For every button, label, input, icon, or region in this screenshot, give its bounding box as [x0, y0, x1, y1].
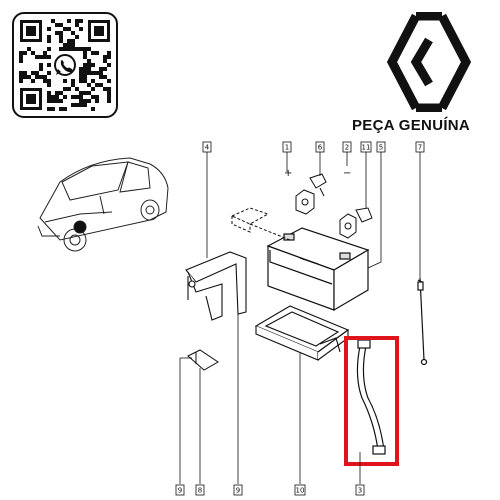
negative-terminal-clamp	[339, 207, 373, 239]
callout-number: 10	[296, 487, 305, 495]
plus-symbol: +	[284, 168, 292, 179]
whatsapp-qr-code[interactable]	[12, 12, 118, 118]
callout-box	[202, 141, 212, 153]
battery-hold-down-bracket	[185, 251, 247, 321]
callout-c9b[interactable]: 9	[233, 484, 243, 496]
car-thumbnail	[37, 157, 169, 252]
callout-c1[interactable]: 1	[282, 141, 292, 153]
callout-number: 9	[178, 487, 182, 495]
callout-box	[294, 484, 306, 496]
callout-box	[315, 141, 325, 153]
callout-c9a[interactable]: 9	[175, 484, 185, 496]
callout-box	[195, 484, 205, 496]
battery-tray	[254, 305, 350, 361]
whatsapp-icon	[52, 52, 78, 78]
callout-c10[interactable]: 10	[294, 484, 306, 496]
callout-box	[233, 484, 243, 496]
callout-c11[interactable]: 11	[360, 141, 372, 153]
callout-c8[interactable]: 8	[195, 484, 205, 496]
callout-box	[376, 141, 386, 153]
renault-diamond-logo	[386, 12, 472, 112]
callout-number: 2	[345, 144, 349, 152]
callout-labels: 1 6 2 11 5 7 4 9 8 9 10 3	[175, 141, 425, 496]
clamp-plate	[187, 349, 219, 371]
battery-cover-dashed	[230, 207, 291, 241]
minus-symbol: −	[343, 168, 351, 179]
selected-part-highlight[interactable]	[344, 336, 399, 466]
callout-c3[interactable]: 3	[355, 484, 365, 496]
callout-number: 1	[285, 144, 289, 152]
qr-code-graphic	[19, 19, 111, 111]
callout-number: 8	[198, 487, 202, 495]
callout-number: 11	[362, 144, 371, 152]
positive-terminal-clamp	[295, 173, 327, 215]
highlighted-cable	[356, 339, 386, 455]
callout-c2[interactable]: 2	[342, 141, 352, 153]
callout-number: 6	[318, 144, 323, 152]
callout-box	[360, 141, 372, 153]
callout-c6[interactable]: 6	[315, 141, 325, 153]
genuine-part-label: PEÇA GENUÍNA	[352, 117, 471, 134]
callout-number: 5	[379, 144, 383, 152]
callout-number: 9	[236, 487, 240, 495]
qr-modules	[19, 19, 111, 111]
callout-c7[interactable]: 7	[415, 141, 425, 153]
callout-box	[282, 141, 292, 153]
leader-lines	[179, 152, 421, 484]
callout-number: 3	[358, 487, 362, 495]
callout-c5[interactable]: 5	[376, 141, 386, 153]
callout-box	[415, 141, 425, 153]
callout-number: 7	[418, 144, 422, 152]
battery	[266, 227, 370, 312]
callout-number: 4	[205, 144, 210, 152]
callout-box	[342, 141, 352, 153]
callout-box	[175, 484, 185, 496]
callout-c4[interactable]: 4	[202, 141, 212, 153]
long-rod	[417, 277, 428, 366]
callout-box	[355, 484, 365, 496]
